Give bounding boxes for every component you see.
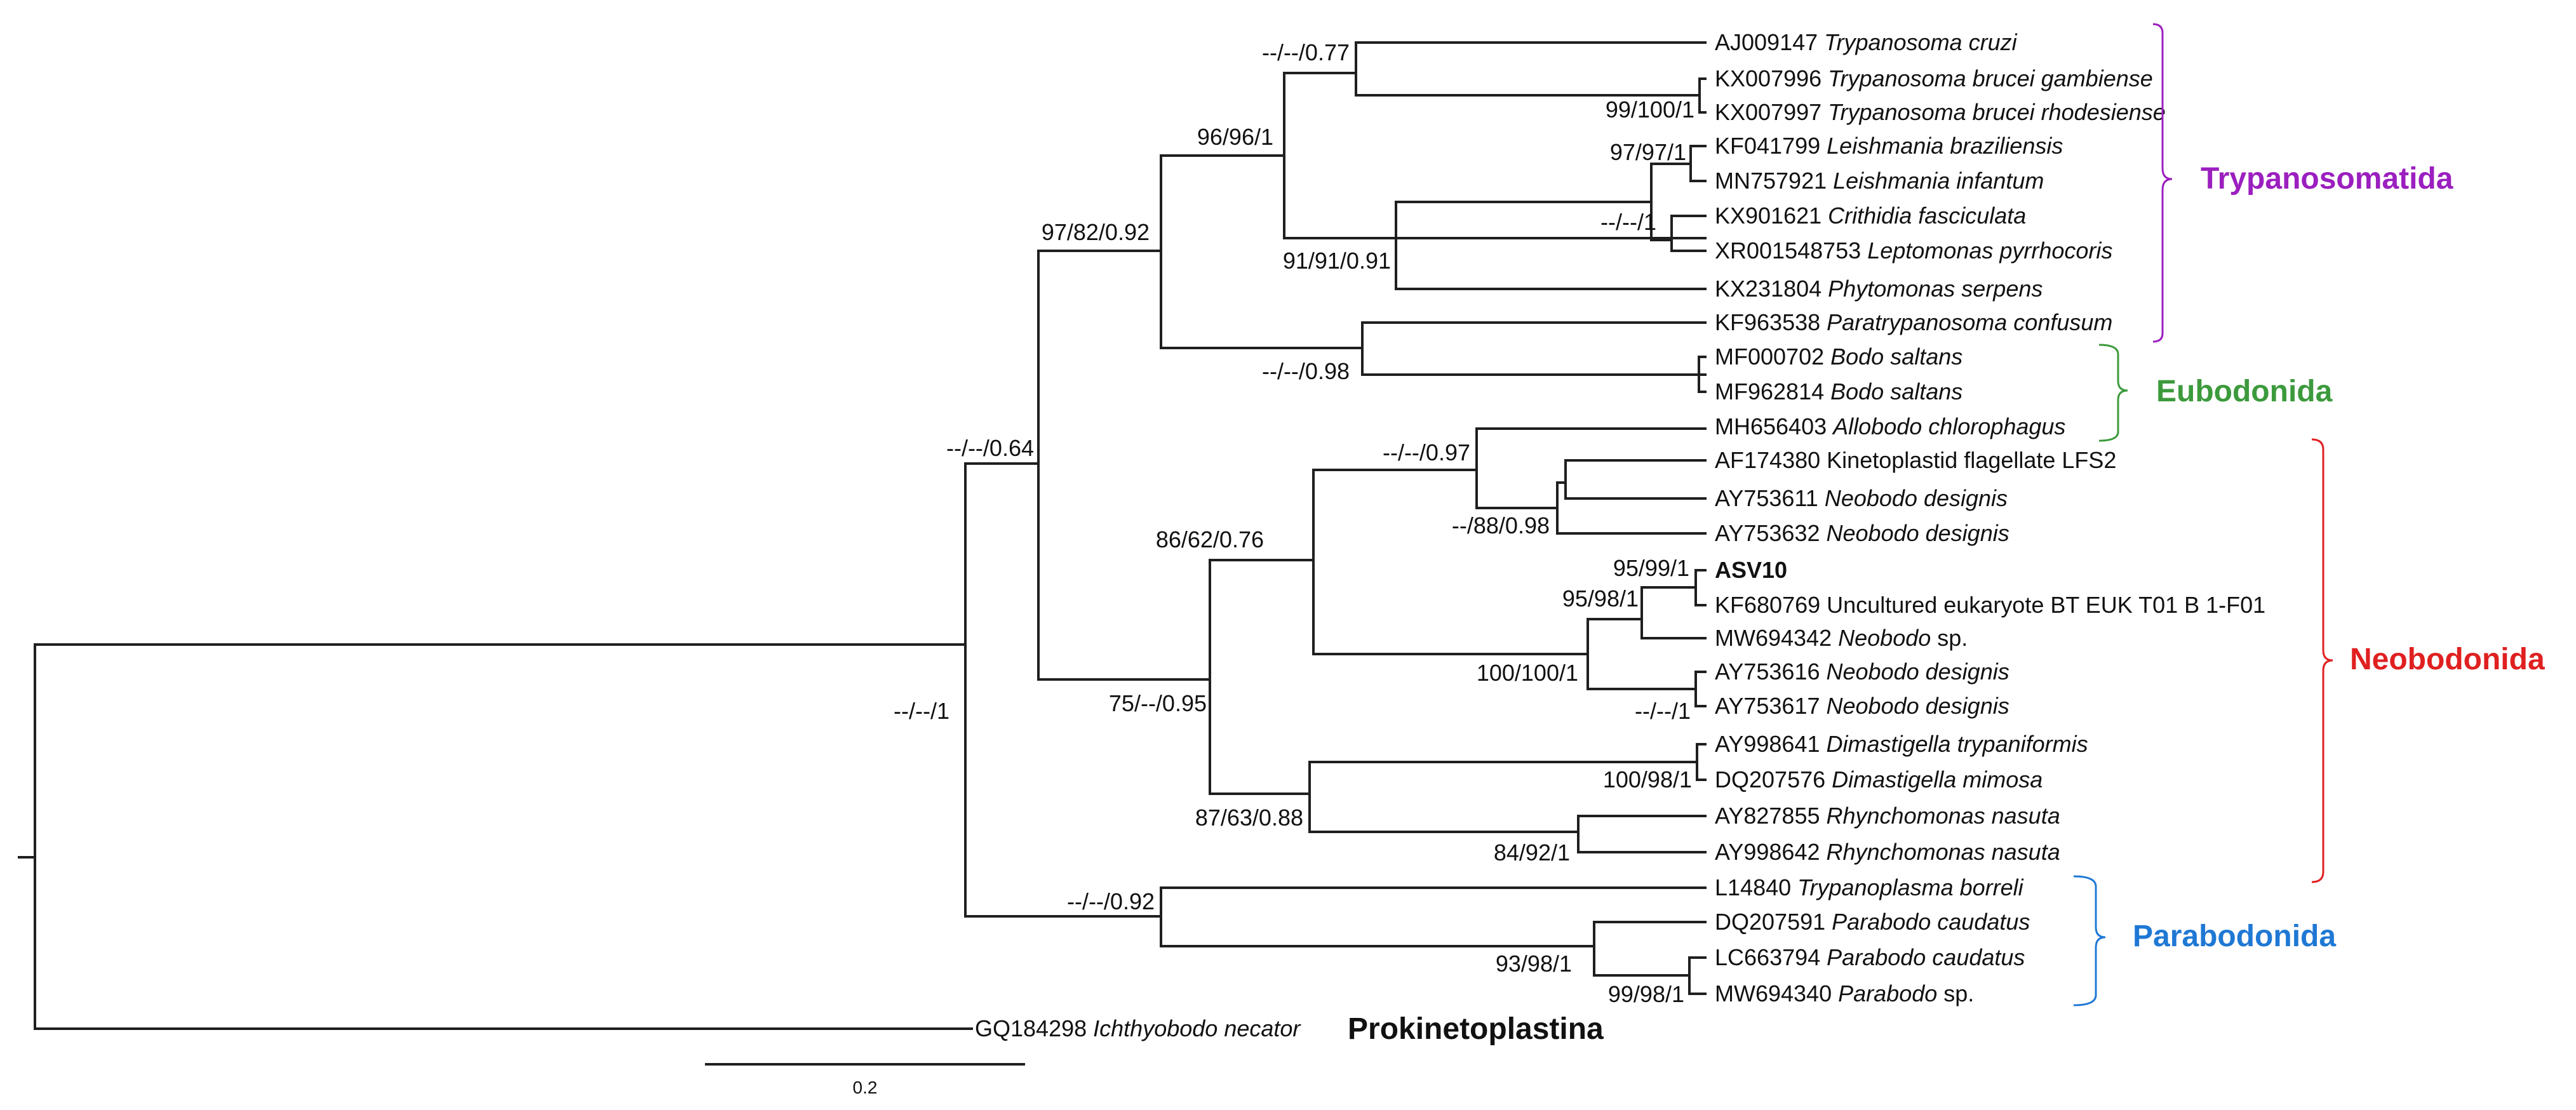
support-label: 84/92/1: [1494, 839, 1570, 866]
taxon-label: GQ184298 Ichthyobodo necator: [975, 1015, 1301, 1041]
taxon-label: XR001548753 Leptomonas pyrrhocoris: [1715, 237, 2112, 264]
taxon-label: KX231804 Phytomonas serpens: [1715, 276, 2043, 302]
support-label: --/--/1: [1600, 209, 1656, 235]
taxon-label: AY753632 Neobodo designis: [1715, 520, 2009, 546]
taxon-label: MF962814 Bodo saltans: [1715, 378, 1962, 405]
taxon-label: AF174380 Kinetoplastid flagellate LFS2: [1715, 447, 2116, 473]
clade-label-parabodonida: Parabodonida: [2133, 919, 2336, 953]
bracket-eubodonida: [2098, 344, 2128, 442]
tree-branches: [18, 41, 1707, 1030]
taxon-label: KF680769 Uncultured eukaryote BT EUK T01…: [1715, 592, 2265, 618]
support-label: 100/98/1: [1603, 766, 1692, 792]
taxon-label: DQ207576 Dimastigella mimosa: [1715, 766, 2043, 792]
support-label: --/--/1: [894, 698, 949, 724]
clade-label-eubodonida: Eubodonida: [2156, 375, 2333, 408]
support-label: --/--/0.64: [946, 435, 1034, 461]
taxon-label: MW694340 Parabodo sp.: [1715, 980, 1974, 1006]
taxon-label: AY827855 Rhynchomonas nasuta: [1715, 803, 2060, 829]
support-label: 96/96/1: [1197, 124, 1273, 150]
support-label: 91/91/0.91: [1283, 248, 1391, 274]
taxon-label: KX007996 Trypanosoma brucei gambiense: [1715, 65, 2153, 91]
taxon-label: MH656403 Allobodo chlorophagus: [1715, 413, 2065, 439]
taxon-label: AY753617 Neobodo designis: [1715, 693, 2009, 719]
taxon-label-asv10: ASV10: [1715, 557, 1787, 583]
support-label: 95/99/1: [1613, 555, 1689, 581]
support-label: --/--/0.98: [1262, 358, 1350, 384]
taxon-label: DQ207591 Parabodo caudatus: [1715, 909, 2030, 935]
support-label: 87/63/0.88: [1195, 805, 1303, 831]
bracket-parabodonida: [2073, 875, 2106, 1006]
taxon-label: KF041799 Leishmania braziliensis: [1715, 133, 2063, 159]
taxon-label: MN757921 Leishmania infantum: [1715, 168, 2044, 194]
taxon-label: MF000702 Bodo saltans: [1715, 344, 1962, 370]
taxon-label: LC663794 Parabodo caudatus: [1715, 944, 2025, 970]
support-label: --/--/0.77: [1262, 39, 1350, 65]
taxon-label: MW694342 Neobodo sp.: [1715, 625, 1968, 651]
support-label: 86/62/0.76: [1156, 526, 1264, 552]
taxon-label: KF963538 Paratrypanosoma confusum: [1715, 309, 2112, 335]
support-label: 95/98/1: [1562, 585, 1639, 612]
taxon-label: KX007997 Trypanosoma brucei rhodesiense: [1715, 99, 2166, 125]
support-label: --/--/1: [1635, 698, 1691, 724]
taxon-label: AY753611 Neobodo designis: [1715, 485, 2008, 511]
taxon-label: AY998641 Dimastigella trypaniformis: [1715, 731, 2088, 757]
scale-bar: 0.2: [705, 1063, 1025, 1097]
support-label: 97/97/1: [1610, 139, 1686, 165]
support-label: 75/--/0.95: [1109, 690, 1207, 716]
taxon-label: KX901621 Crithidia fasciculata: [1715, 203, 2026, 229]
support-label: 93/98/1: [1496, 951, 1572, 977]
support-label: 97/82/0.92: [1042, 219, 1150, 245]
clade-label-trypanosomatida: Trypanosomatida: [2201, 162, 2453, 196]
clade-label-neobodonida: Neobodonida: [2350, 643, 2545, 676]
bracket-neobodonida: [2311, 438, 2333, 883]
clade-annotations: Trypanosomatida Eubodonida Neobodonida P…: [1348, 23, 2545, 1046]
support-label: --/--/0.92: [1067, 888, 1155, 914]
clade-label-prokinetoplastina: Prokinetoplastina: [1348, 1012, 1604, 1046]
taxon-label: L14840 Trypanoplasma borreli: [1715, 874, 2024, 900]
scale-bar-label: 0.2: [853, 1078, 878, 1097]
taxon-labels: AJ009147 Trypanosoma cruzi KX007996 Tryp…: [975, 29, 2265, 1041]
support-label: --/88/0.98: [1452, 512, 1550, 538]
support-label: 99/100/1: [1606, 97, 1694, 123]
bracket-trypanosomatida: [2152, 23, 2173, 343]
taxon-label: AY998642 Rhynchomonas nasuta: [1715, 839, 2060, 865]
taxon-label: AJ009147 Trypanosoma cruzi: [1715, 29, 2018, 55]
support-values: --/--/0.77 99/100/1 96/96/1 97/97/1 --/-…: [894, 39, 1694, 1007]
taxon-label: AY753616 Neobodo designis: [1715, 659, 2009, 685]
support-label: 99/98/1: [1608, 981, 1684, 1007]
support-label: 100/100/1: [1477, 660, 1578, 686]
support-label: --/--/0.97: [1383, 439, 1470, 465]
